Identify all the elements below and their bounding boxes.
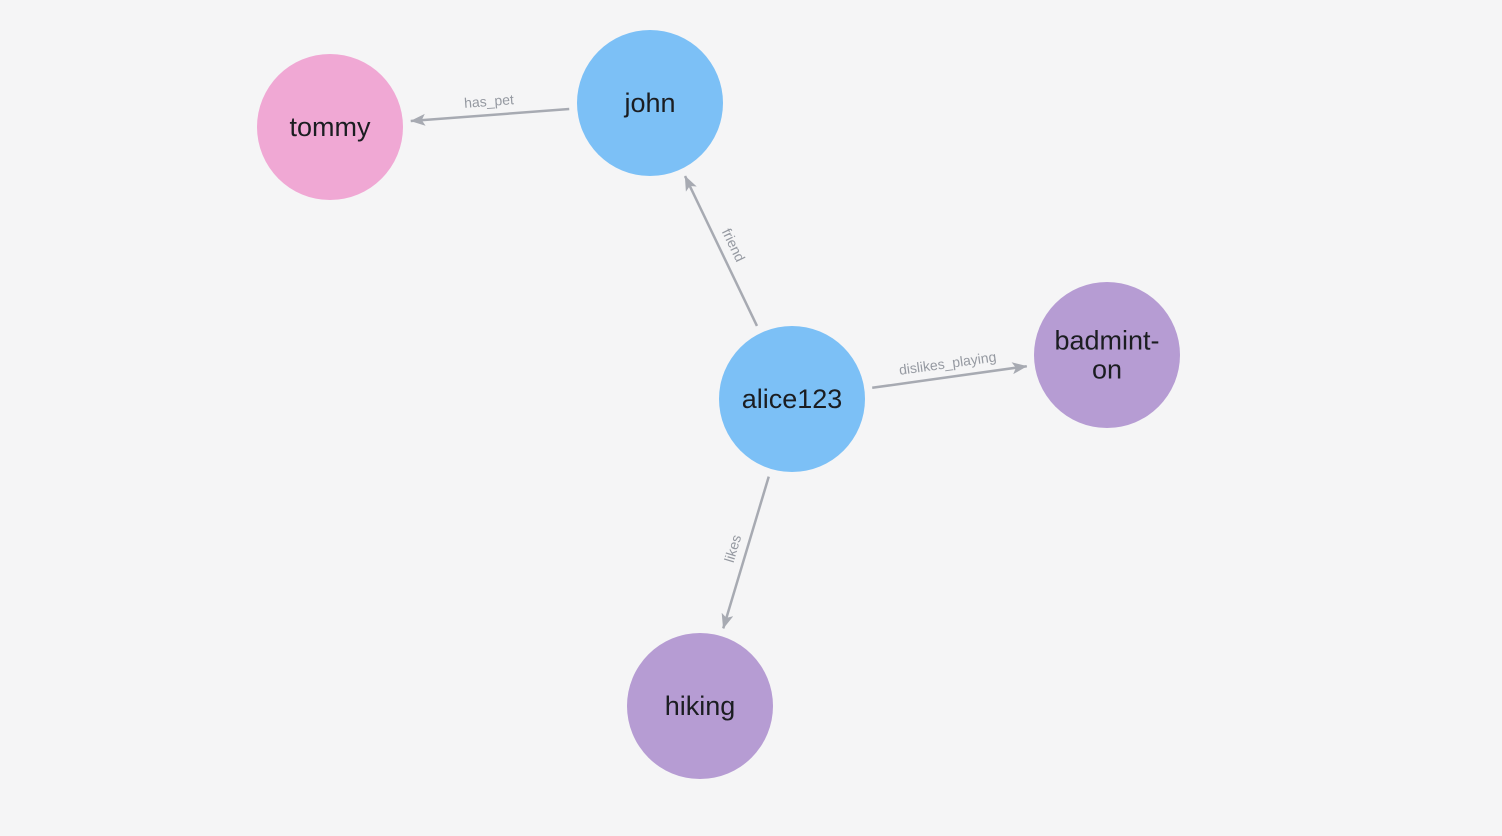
edge-likes[interactable]: likes [721, 476, 770, 629]
node-badminton[interactable]: badmint-on [1034, 282, 1180, 428]
node-label-line: john [623, 88, 675, 118]
relationship-line[interactable] [410, 107, 570, 126]
node-label: hiking [665, 691, 736, 721]
node-alice123[interactable]: alice123 [719, 326, 865, 472]
node-hiking[interactable]: hiking [627, 633, 773, 779]
relationship-label: likes [721, 533, 744, 564]
relationship-label: has_pet [464, 91, 515, 111]
node-circle[interactable] [719, 326, 865, 472]
node-label-line: tommy [290, 112, 372, 142]
node-tommy[interactable]: tommy [257, 54, 403, 200]
relationship-line[interactable] [683, 175, 759, 327]
node-circle[interactable] [627, 633, 773, 779]
edge-has_pet[interactable]: has_pet [410, 91, 570, 126]
node-label-line: hiking [665, 691, 736, 721]
node-circle[interactable] [577, 30, 723, 176]
node-circle[interactable] [257, 54, 403, 200]
node-circle[interactable] [1034, 282, 1180, 428]
edge-friend[interactable]: friend [683, 175, 759, 327]
node-label-line: alice123 [742, 384, 843, 414]
node-john[interactable]: john [577, 30, 723, 176]
node-label: badmint-on [1054, 326, 1159, 385]
node-label-line: badmint- [1054, 326, 1159, 356]
node-label: alice123 [742, 384, 843, 414]
node-layer: tommy john alice123 badmint-on hiking [257, 30, 1180, 779]
relationship-line[interactable] [872, 362, 1028, 390]
relationship-line[interactable] [721, 476, 770, 629]
node-label: tommy [290, 112, 372, 142]
node-label: john [623, 88, 675, 118]
node-label-line: on [1092, 355, 1122, 385]
edge-dislikes_playing[interactable]: dislikes_playing [872, 348, 1028, 390]
